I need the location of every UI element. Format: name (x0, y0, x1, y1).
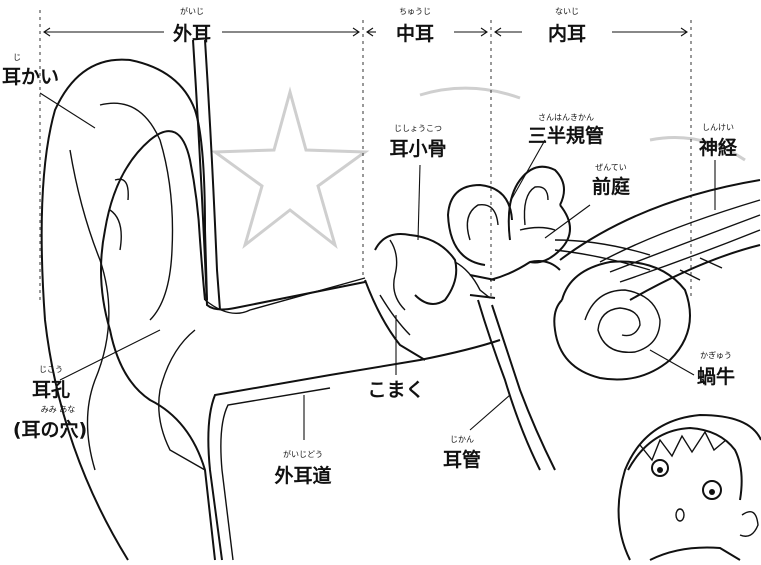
background-star-shape (215, 92, 365, 245)
ear-hole-sub-label: (耳の穴) (13, 418, 87, 441)
canals-ruby: さんはんきかん (538, 113, 594, 122)
ear-hole-sub-ruby: みみ あな (41, 405, 76, 414)
vestibule-ruby: ぜんてい (595, 163, 627, 172)
section-ruby: がいじ (180, 6, 204, 16)
eardrum-label: こまく (367, 379, 424, 401)
section-ruby: ちゅうじ (399, 7, 431, 16)
section-arrows (44, 28, 687, 36)
ear-hole-label: 耳孔 (32, 379, 70, 401)
ear-canal-ruby: がいじどう (283, 449, 323, 459)
nerve-drawing (560, 180, 760, 300)
eustachian-label: 耳管 (443, 448, 481, 471)
section-label: 内耳 (548, 22, 586, 45)
vestibule-label: 前庭 (592, 175, 630, 198)
section-label: 中耳 (396, 22, 434, 45)
ear-canal-label: 外耳道 (274, 464, 331, 487)
cochlea-label: 蝸牛 (697, 365, 735, 388)
section-label: 外耳 (173, 22, 211, 45)
ear-canal-drawing (193, 40, 500, 560)
section-header-middle-ear: ちゅうじ 中耳 (396, 7, 434, 45)
cochlea-ruby: かぎゅう (700, 350, 732, 360)
ossicles-ruby: じしょうこつ (394, 124, 442, 133)
section-header-outer-ear: がいじ 外耳 (173, 6, 211, 45)
child-face-drawing (619, 415, 761, 560)
section-header-inner-ear: ないじ 内耳 (548, 7, 586, 45)
nerve-ruby: しんけい (702, 123, 734, 132)
auricle-ruby: じ (13, 53, 21, 62)
section-ruby: ないじ (555, 7, 579, 16)
nerve-label: 神経 (699, 136, 738, 159)
inner-ear-drawing (448, 167, 690, 380)
eustachian-ruby: じかん (450, 435, 474, 444)
auricle-label: 耳かい (2, 66, 59, 88)
ear-hole-ruby: じこう (39, 365, 63, 374)
canals-label: 三半規管 (528, 124, 604, 147)
ossicles-label: 耳小骨 (389, 138, 446, 160)
